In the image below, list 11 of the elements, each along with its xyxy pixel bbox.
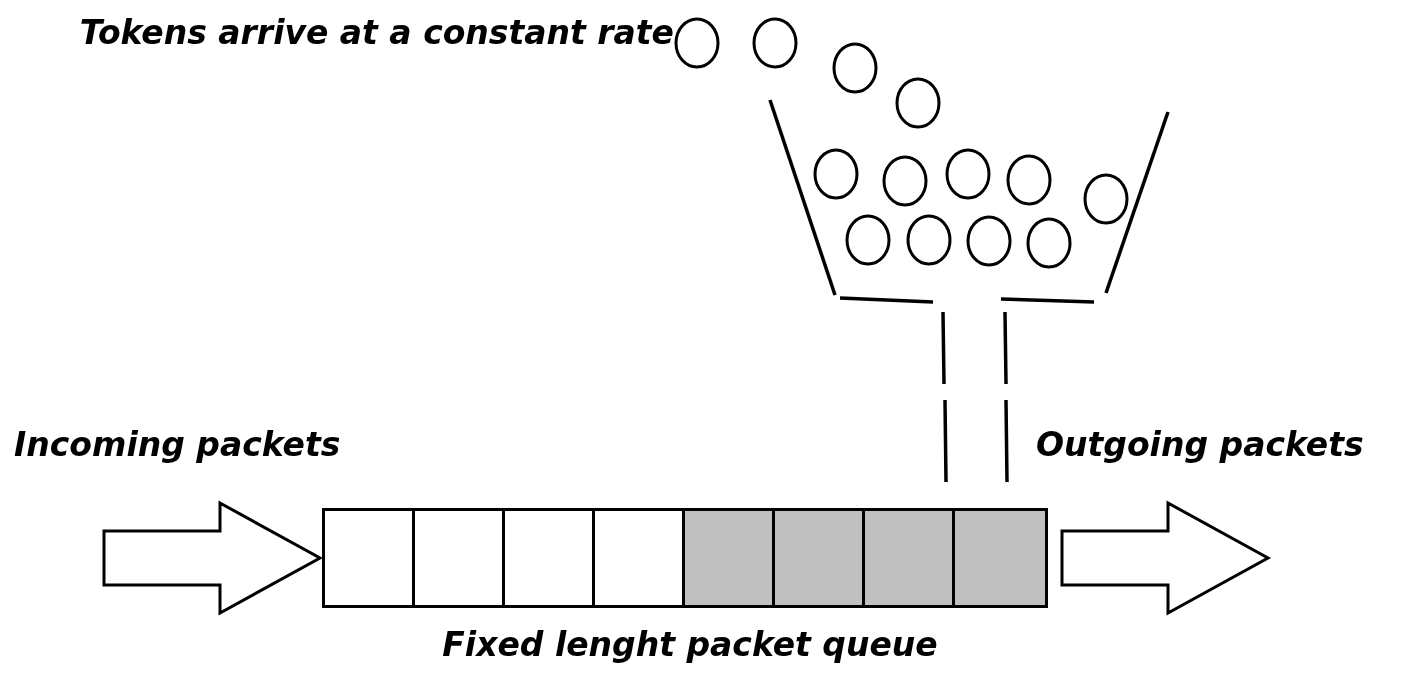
queue-slot [865,511,955,605]
input-label: Incoming packets [14,428,341,461]
block-arrow [102,500,324,616]
queue-slot [775,511,865,605]
queue-caption: Fixed lenght packet queue [442,628,938,661]
queue-slot [685,511,775,605]
queue-slot [955,511,1045,605]
packet-queue [322,508,1048,608]
block-arrow [1060,500,1272,616]
output-label: Outgoing packets [1036,428,1364,461]
token-arrival-text: Tokens arrive at a constant rate [79,16,674,49]
